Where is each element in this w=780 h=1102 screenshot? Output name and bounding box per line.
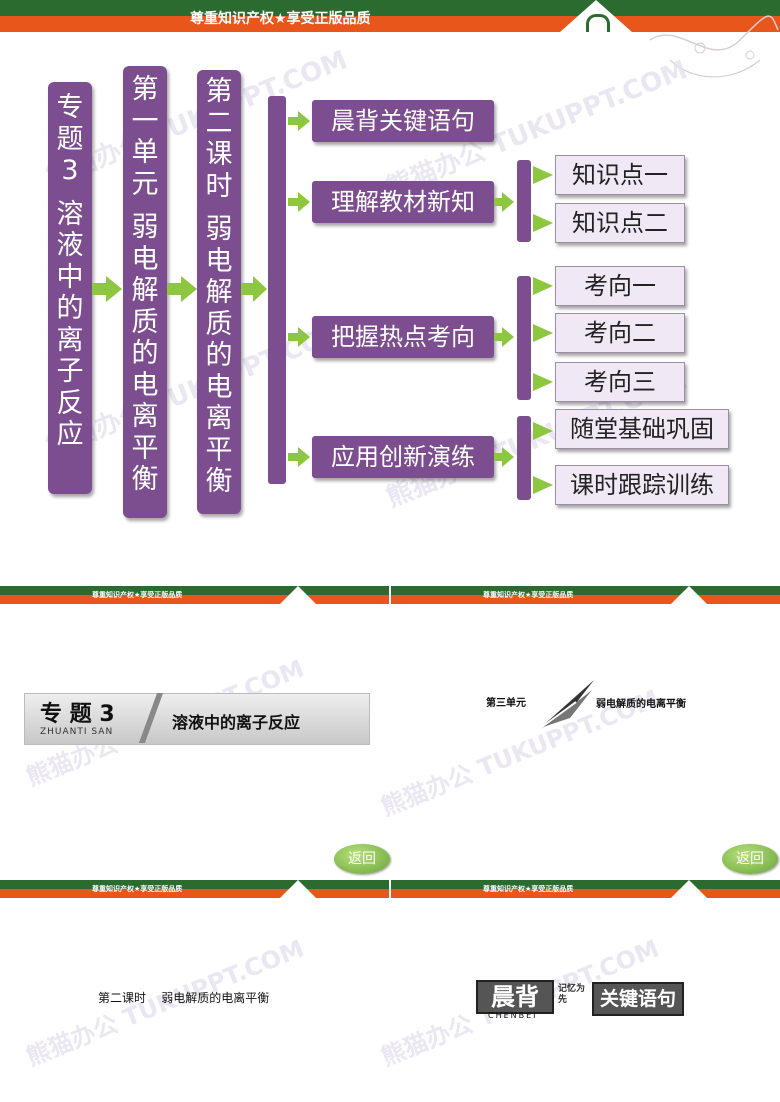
section-morning-recite[interactable]: 晨背关键语句 bbox=[312, 100, 494, 142]
main-bracket bbox=[268, 96, 286, 484]
sub-bracket bbox=[517, 416, 531, 500]
sub-knowledge-point-2[interactable]: 知识点二 bbox=[555, 203, 685, 243]
sub-test-direction-1[interactable]: 考向一 bbox=[555, 266, 685, 306]
arrow-right-icon bbox=[533, 277, 553, 295]
header-arch-mark bbox=[586, 14, 610, 32]
thumb-header: 尊重知识产权★享受正版品质 bbox=[391, 586, 780, 604]
thumb-header: 尊重知识产权★享受正版品质 bbox=[0, 880, 389, 898]
arrow-right-icon bbox=[288, 117, 300, 125]
section-application-practice[interactable]: 应用创新演练 bbox=[312, 436, 494, 478]
arrow-right-icon bbox=[298, 327, 310, 347]
arrow-right-icon bbox=[298, 447, 310, 467]
unit-label: 第三单元 bbox=[486, 698, 526, 709]
chenbei-title: 关键语句 bbox=[592, 982, 684, 1016]
arrow-right-icon bbox=[494, 453, 504, 461]
sub-classroom-consolidation[interactable]: 随堂基础巩固 bbox=[555, 409, 729, 449]
arrow-right-icon bbox=[494, 333, 504, 341]
topic-title: 溶液中的离子反应 bbox=[172, 713, 301, 732]
unit-column: 第一单元弱电解质的电离平衡 bbox=[123, 66, 167, 518]
arrow-right-icon bbox=[533, 422, 553, 440]
arrow-right-icon bbox=[92, 283, 108, 295]
section-understand-textbook[interactable]: 理解教材新知 bbox=[312, 181, 494, 223]
arrow-right-icon bbox=[181, 276, 197, 302]
arrow-right-icon bbox=[253, 276, 267, 302]
chenbei-small: 记忆为先 bbox=[558, 984, 586, 1005]
arrow-right-icon bbox=[494, 198, 504, 206]
arrow-right-icon bbox=[288, 333, 300, 341]
sub-bracket bbox=[517, 276, 531, 400]
arrow-right-icon bbox=[502, 447, 514, 467]
arrow-right-icon bbox=[288, 453, 300, 461]
sub-knowledge-point-1[interactable]: 知识点一 bbox=[555, 155, 685, 195]
chenbei-pinyin: CHENBEI bbox=[488, 1011, 538, 1020]
sub-test-direction-3[interactable]: 考向三 bbox=[555, 362, 685, 402]
arrow-right-icon bbox=[533, 373, 553, 391]
arrow-right-icon bbox=[502, 192, 514, 212]
topic-pinyin: ZHUANTI SAN bbox=[40, 727, 114, 737]
arrow-right-icon bbox=[167, 283, 183, 295]
chenbei-big: 晨背 bbox=[476, 980, 554, 1014]
section-hot-topics[interactable]: 把握热点考向 bbox=[312, 316, 494, 358]
arrow-right-icon bbox=[533, 324, 553, 342]
sub-bracket bbox=[517, 160, 531, 242]
thumb-header: 尊重知识产权★享受正版品质 bbox=[391, 880, 780, 898]
lesson-heading: 第二课时 弱电解质的电离平衡 bbox=[98, 991, 270, 1005]
back-button[interactable]: 返回 bbox=[722, 844, 778, 874]
lesson-column: 第二课时弱电解质的电离平衡 bbox=[197, 70, 241, 514]
arrow-right-icon bbox=[241, 283, 255, 295]
arrow-right-icon bbox=[533, 214, 553, 232]
arrow-right-icon bbox=[288, 198, 300, 206]
thumb-header: 尊重知识产权★享受正版品质 bbox=[0, 586, 389, 604]
back-button[interactable]: 返回 bbox=[334, 844, 390, 874]
arrow-right-icon bbox=[298, 111, 310, 131]
arrow-right-icon bbox=[298, 192, 310, 212]
sub-after-class-training[interactable]: 课时跟踪训练 bbox=[555, 465, 729, 505]
floral-ornament-icon bbox=[649, 15, 779, 78]
swoosh-icon bbox=[537, 680, 594, 731]
header-motto: 尊重知识产权★享受正版品质 bbox=[190, 11, 371, 27]
arrow-right-icon bbox=[106, 276, 122, 302]
arrow-right-icon bbox=[502, 327, 514, 347]
arrow-right-icon bbox=[533, 166, 553, 184]
arrow-right-icon bbox=[533, 476, 553, 494]
unit-subtitle: 弱电解质的电离平衡 bbox=[596, 699, 686, 710]
chenbei-logo: 晨背 CHENBEI 记忆为先 关键语句 bbox=[476, 980, 684, 1022]
top-header: 尊重知识产权★享受正版品质 bbox=[0, 0, 780, 32]
topic-banner bbox=[24, 693, 370, 745]
topic-label: 专 题 3 bbox=[40, 702, 115, 727]
sub-test-direction-2[interactable]: 考向二 bbox=[555, 313, 685, 353]
